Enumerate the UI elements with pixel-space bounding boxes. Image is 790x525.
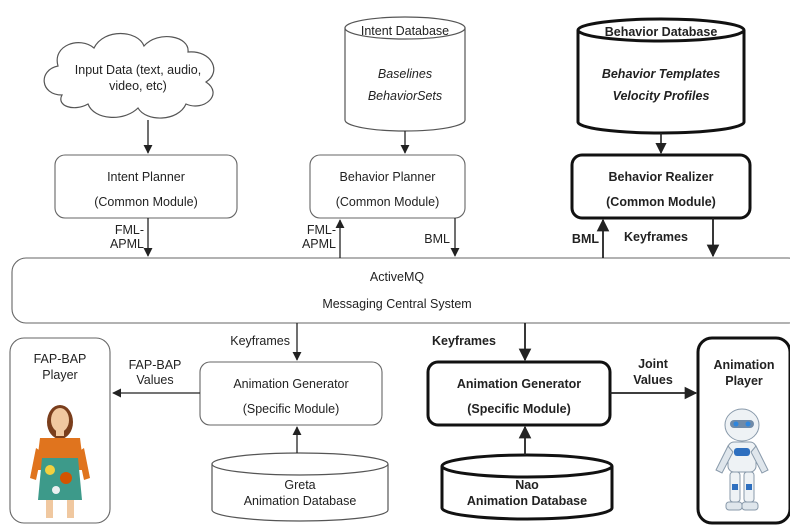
animation-generator-nao-subtitle: (Specific Module) xyxy=(467,402,571,416)
intent-planner-subtitle: (Common Module) xyxy=(94,195,198,209)
animation-generator-greta-title: Animation Generator xyxy=(233,377,349,391)
behavior-realizer-title: Behavior Realizer xyxy=(608,170,714,184)
fap-bap-values-line2: Values xyxy=(136,373,174,387)
woman-avatar-icon xyxy=(30,405,90,518)
fap-bap-player-line1: FAP-BAP xyxy=(33,352,87,366)
input-data-cloud xyxy=(43,33,215,119)
behavior-planner-subtitle: (Common Module) xyxy=(335,195,440,209)
activemq-title: ActiveMQ xyxy=(369,270,425,284)
intent-database-item1: Baselines xyxy=(377,67,433,81)
behavior-database-title: Behavior Database xyxy=(604,25,718,39)
fap-bap-player-line2: Player xyxy=(42,368,78,382)
nao-db-line2: Animation Database xyxy=(466,494,588,508)
activemq-bus xyxy=(11,257,790,324)
behavior-planner-title: Behavior Planner xyxy=(339,170,436,184)
greta-database-cylinder xyxy=(211,452,389,522)
intent-database-title: Intent Database xyxy=(360,24,450,38)
nao-robot-icon xyxy=(715,408,769,511)
animation-generator-nao-title: Animation Generator xyxy=(456,377,582,391)
behavior-database-item2: Velocity Profiles xyxy=(612,89,710,103)
intent-planner-title: Intent Planner xyxy=(107,170,185,184)
intent-planner-box xyxy=(54,154,238,219)
greta-db-line1: Greta xyxy=(284,478,316,492)
keyframes-right-label: Keyframes xyxy=(624,230,688,244)
joint-values-line1: Joint xyxy=(638,357,668,371)
bml-right-label: BML xyxy=(571,232,599,246)
nao-db-line1: Nao xyxy=(515,478,539,492)
input-data-line2: video, etc) xyxy=(109,79,167,93)
fap-bap-values-line1: FAP-BAP xyxy=(128,358,182,372)
intent-database-cylinder xyxy=(344,16,466,132)
animation-generator-greta-subtitle: (Specific Module) xyxy=(242,402,340,416)
fml-apml-left-line1: FML- xyxy=(114,223,144,237)
behavior-database-item1: Behavior Templates xyxy=(601,67,721,81)
keyframes-right-lower-label: Keyframes xyxy=(432,334,496,348)
animation-player-line2: Player xyxy=(725,374,763,388)
behavior-realizer-subtitle: (Common Module) xyxy=(606,195,716,209)
fml-apml-left-line2: APML xyxy=(109,237,144,251)
behavior-database-cylinder xyxy=(576,17,746,135)
greta-db-line2: Animation Database xyxy=(243,494,357,508)
input-data-line1: Input Data (text, audio, xyxy=(74,63,202,77)
joint-values-line2: Values xyxy=(633,373,673,387)
keyframes-left-lower-label: Keyframes xyxy=(230,334,290,348)
activemq-subtitle: Messaging Central System xyxy=(322,297,472,311)
fml-apml-mid-line2: APML xyxy=(301,237,336,251)
behavior-planner-box xyxy=(309,154,466,219)
behavior-realizer-box xyxy=(570,153,752,220)
intent-database-item2: BehaviorSets xyxy=(367,89,443,103)
fml-apml-mid-line1: FML- xyxy=(306,223,336,237)
animation-player-line1: Animation xyxy=(713,358,775,372)
nao-database-cylinder xyxy=(440,453,614,521)
bml-mid-label: BML xyxy=(424,232,450,246)
